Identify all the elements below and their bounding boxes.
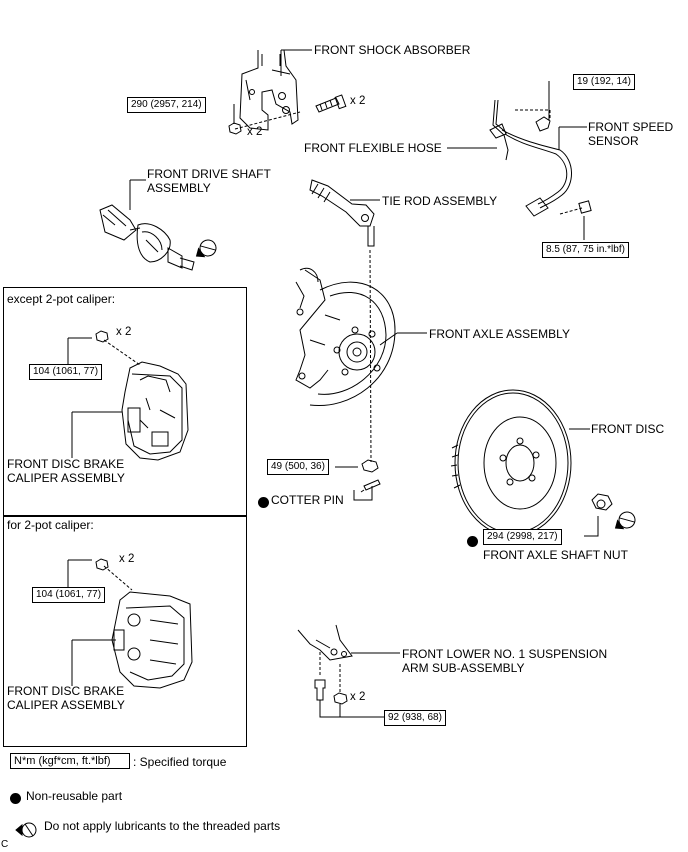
legend-no-lubricant-text: Do not apply lubricants to the threaded …: [44, 819, 281, 833]
front-lower-arm-drawing: [297, 624, 353, 692]
footer-code: C: [1, 839, 9, 850]
torque-speed-sensor: 8.5 (87, 75 in.*lbf): [542, 242, 629, 258]
torque-speed-sensor-bracket: 19 (192, 14): [573, 74, 635, 90]
torque-shock-bolt: 290 (2957, 214): [127, 97, 206, 113]
panel-1-title: except 2-pot caliper:: [7, 292, 116, 306]
no-lubricant-icon-legend: [15, 822, 37, 838]
panel-except-2-pot: [3, 287, 247, 517]
legend-unit-text: : Specified torque: [133, 755, 227, 769]
qty-caliper-2: x 2: [119, 553, 135, 565]
tie-rod-drawing: [309, 179, 375, 463]
torque-lower-arm: 92 (938, 68): [384, 710, 446, 726]
front-drive-shaft-drawing: [99, 204, 195, 271]
legend-unit-box: N*m (kgf*cm, ft.*lbf): [10, 753, 130, 769]
label-front-shock-absorber: FRONT SHOCK ABSORBER: [314, 43, 471, 57]
non-reusable-dot-axle-nut: [467, 536, 478, 547]
label-front-axle-shaft-nut: FRONT AXLE SHAFT NUT: [483, 548, 628, 562]
torque-axle-shaft-nut: 294 (2998, 217): [483, 529, 562, 545]
no-lubricant-icon-driveshaft: [195, 239, 217, 258]
label-front-lower-arm: FRONT LOWER NO. 1 SUSPENSION ARM SUB-ASS…: [402, 647, 608, 675]
label-front-speed-sensor: FRONT SPEED SENSOR: [588, 120, 674, 148]
legend-non-reusable-text: Non-reusable part: [26, 789, 123, 803]
front-shock-absorber-drawing: [239, 49, 299, 131]
legend-non-reusable-dot: [10, 793, 21, 804]
label-cotter-pin: COTTER PIN: [271, 493, 344, 507]
label-front-flexible-hose: FRONT FLEXIBLE HOSE: [304, 141, 442, 155]
panel-2-title: for 2-pot caliper:: [7, 518, 94, 532]
caliper-2-drawing: [95, 558, 193, 689]
tie-rod-nut-drawing: [361, 459, 379, 473]
qty-shock-nut: x 2: [247, 126, 263, 138]
label-tie-rod: TIE ROD ASSEMBLY: [382, 194, 498, 208]
front-speed-sensor-drawing: [489, 99, 592, 217]
qty-caliper-1: x 2: [116, 326, 132, 338]
non-reusable-dot-cotter-pin: [258, 497, 269, 508]
label-front-axle: FRONT AXLE ASSEMBLY: [429, 327, 570, 341]
lower-arm-nut-drawing: [333, 692, 348, 705]
caliper-1-drawing: [95, 330, 189, 461]
lower-arm-bolt-drawing: [314, 679, 326, 701]
no-lubricant-icon-axle-nut: [614, 511, 636, 530]
label-caliper-1: FRONT DISC BRAKE CALIPER ASSEMBLY: [7, 457, 125, 485]
torque-tie-rod-nut: 49 (500, 36): [267, 459, 329, 475]
label-caliper-2: FRONT DISC BRAKE CALIPER ASSEMBLY: [7, 684, 125, 712]
shock-bolt-drawing: [315, 94, 347, 113]
cotter-pin-drawing: [360, 479, 381, 493]
qty-lower-arm: x 2: [350, 691, 366, 703]
panel-2-pot: [3, 515, 247, 747]
label-front-drive-shaft: FRONT DRIVE SHAFT ASSEMBLY: [147, 167, 271, 195]
torque-caliper-2: 104 (1061, 77): [32, 587, 106, 603]
axle-shaft-nut-drawing: [591, 493, 613, 511]
front-axle-assembly-drawing: [295, 267, 396, 407]
torque-caliper-1: 104 (1061, 77): [29, 364, 103, 380]
front-disc-drawing: [450, 389, 572, 537]
qty-shock-bolt: x 2: [350, 95, 366, 107]
label-front-disc: FRONT DISC: [591, 422, 665, 436]
leader-lines: [67, 49, 599, 718]
